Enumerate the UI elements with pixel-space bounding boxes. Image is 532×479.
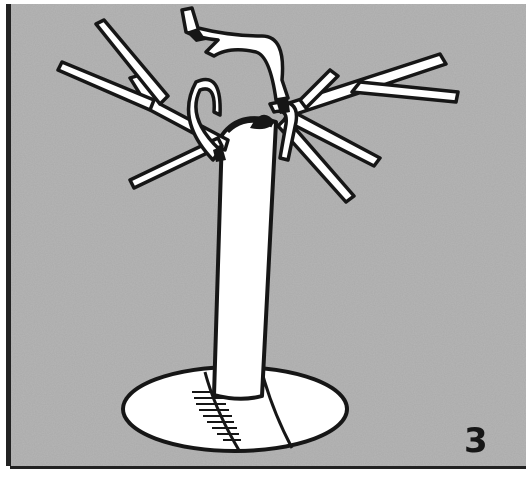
figure-number: 3: [464, 424, 487, 458]
